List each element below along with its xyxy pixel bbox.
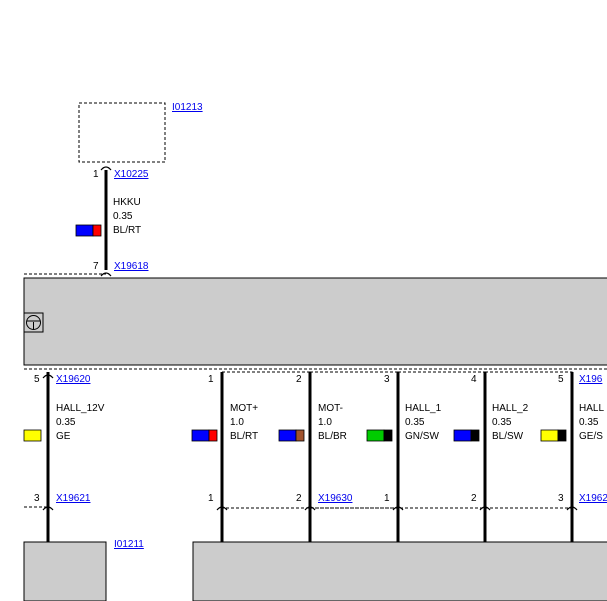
wire-mot-minus-name: MOT- bbox=[318, 403, 343, 414]
bottom-left-module-box[interactable] bbox=[23, 541, 107, 601]
wire-mot-minus-label: MOT- 1.0 BL/BR bbox=[278, 403, 347, 442]
control-unit-box[interactable] bbox=[23, 277, 607, 366]
pin-x10225: 1 bbox=[93, 169, 99, 180]
pin-x19618: 7 bbox=[93, 261, 99, 272]
pin-hall-2-top: 4 bbox=[471, 374, 477, 385]
steering-wheel-icon bbox=[23, 312, 44, 333]
motor-module-box[interactable] bbox=[192, 541, 607, 601]
wire-hkku-size: 0.35 bbox=[113, 211, 133, 222]
bottom-connector-marks bbox=[216, 506, 578, 511]
wire-hall-12v-name: HALL_12V bbox=[56, 403, 105, 414]
wire-mot-plus-label: MOT+ 1.0 BL/RT bbox=[191, 403, 258, 442]
pin-mot-plus-bottom: 1 bbox=[208, 493, 214, 504]
pin-mot-minus-bottom: 2 bbox=[296, 493, 302, 504]
connector-mark-x10225 bbox=[100, 166, 112, 171]
wire-hall-2-label: HALL_2 0.35 BL/SW bbox=[453, 403, 529, 442]
pin-mot-plus-top: 1 bbox=[208, 374, 214, 385]
top-module-link[interactable]: I01213 bbox=[172, 102, 203, 113]
wire-hall-1-size: 0.35 bbox=[405, 417, 425, 428]
pin-hall-1-bottom: 1 bbox=[384, 493, 390, 504]
wire-hall-1-name: HALL_1 bbox=[405, 403, 442, 414]
wire-hall-12v-color: GE bbox=[56, 431, 71, 442]
connector-x19618-link[interactable]: X19618 bbox=[114, 261, 149, 272]
connector-x196-top-link[interactable]: X196 bbox=[579, 374, 603, 385]
wire-mot-plus-size: 1.0 bbox=[230, 417, 244, 428]
pin-hall-1-top: 3 bbox=[384, 374, 390, 385]
wire-hall-2-size: 0.35 bbox=[492, 417, 512, 428]
top-module-box[interactable] bbox=[78, 102, 166, 163]
wire-hkku-swatch bbox=[75, 224, 102, 237]
connector-mark-x19620 bbox=[42, 374, 54, 379]
connector-x19630-link[interactable]: X19630 bbox=[318, 493, 353, 504]
wire-hall-3-label: HALL 0.35 GE/S bbox=[540, 403, 604, 442]
wire-hall-3-name: HALL bbox=[579, 403, 604, 414]
wire-hall-1-color: GN/SW bbox=[405, 431, 439, 442]
bottom-left-module-link[interactable]: I01211 bbox=[114, 539, 144, 550]
wire-hall-1-label: HALL_1 0.35 GN/SW bbox=[366, 403, 442, 442]
pin-hall-3-top: 5 bbox=[558, 374, 564, 385]
connector-mark-x19618 bbox=[100, 272, 112, 277]
wire-hall-12v-size: 0.35 bbox=[56, 417, 76, 428]
wire-hall-2-name: HALL_2 bbox=[492, 403, 529, 414]
wire-mot-plus-color: BL/RT bbox=[230, 431, 258, 442]
wire-hall-3-size: 0.35 bbox=[579, 417, 599, 428]
pin-x19621: 3 bbox=[34, 493, 40, 504]
wire-mot-minus-color: BL/BR bbox=[318, 431, 347, 442]
wire-hall-3-color: GE/S bbox=[579, 431, 603, 442]
connector-x19620-link[interactable]: X19620 bbox=[56, 374, 91, 385]
pin-hall-2-bottom: 2 bbox=[471, 493, 477, 504]
wire-hall-12v-swatch bbox=[23, 429, 42, 442]
pin-mot-minus-top: 2 bbox=[296, 374, 302, 385]
wire-mot-minus-size: 1.0 bbox=[318, 417, 332, 428]
connector-x10225-link[interactable]: X10225 bbox=[114, 169, 149, 180]
wire-hall-2-color: BL/SW bbox=[492, 431, 524, 442]
wire-hkku-name: HKKU bbox=[113, 197, 141, 208]
wire-mot-plus-name: MOT+ bbox=[230, 403, 258, 414]
pin-x19620: 5 bbox=[34, 374, 40, 385]
connector-x19621-link[interactable]: X19621 bbox=[56, 493, 91, 504]
connector-x1962-bottom-link[interactable]: X1962 bbox=[579, 493, 607, 504]
connector-mark-x19621 bbox=[42, 506, 54, 511]
wire-hkku-color: BL/RT bbox=[113, 225, 141, 236]
pin-hall-3-bottom: 3 bbox=[558, 493, 564, 504]
